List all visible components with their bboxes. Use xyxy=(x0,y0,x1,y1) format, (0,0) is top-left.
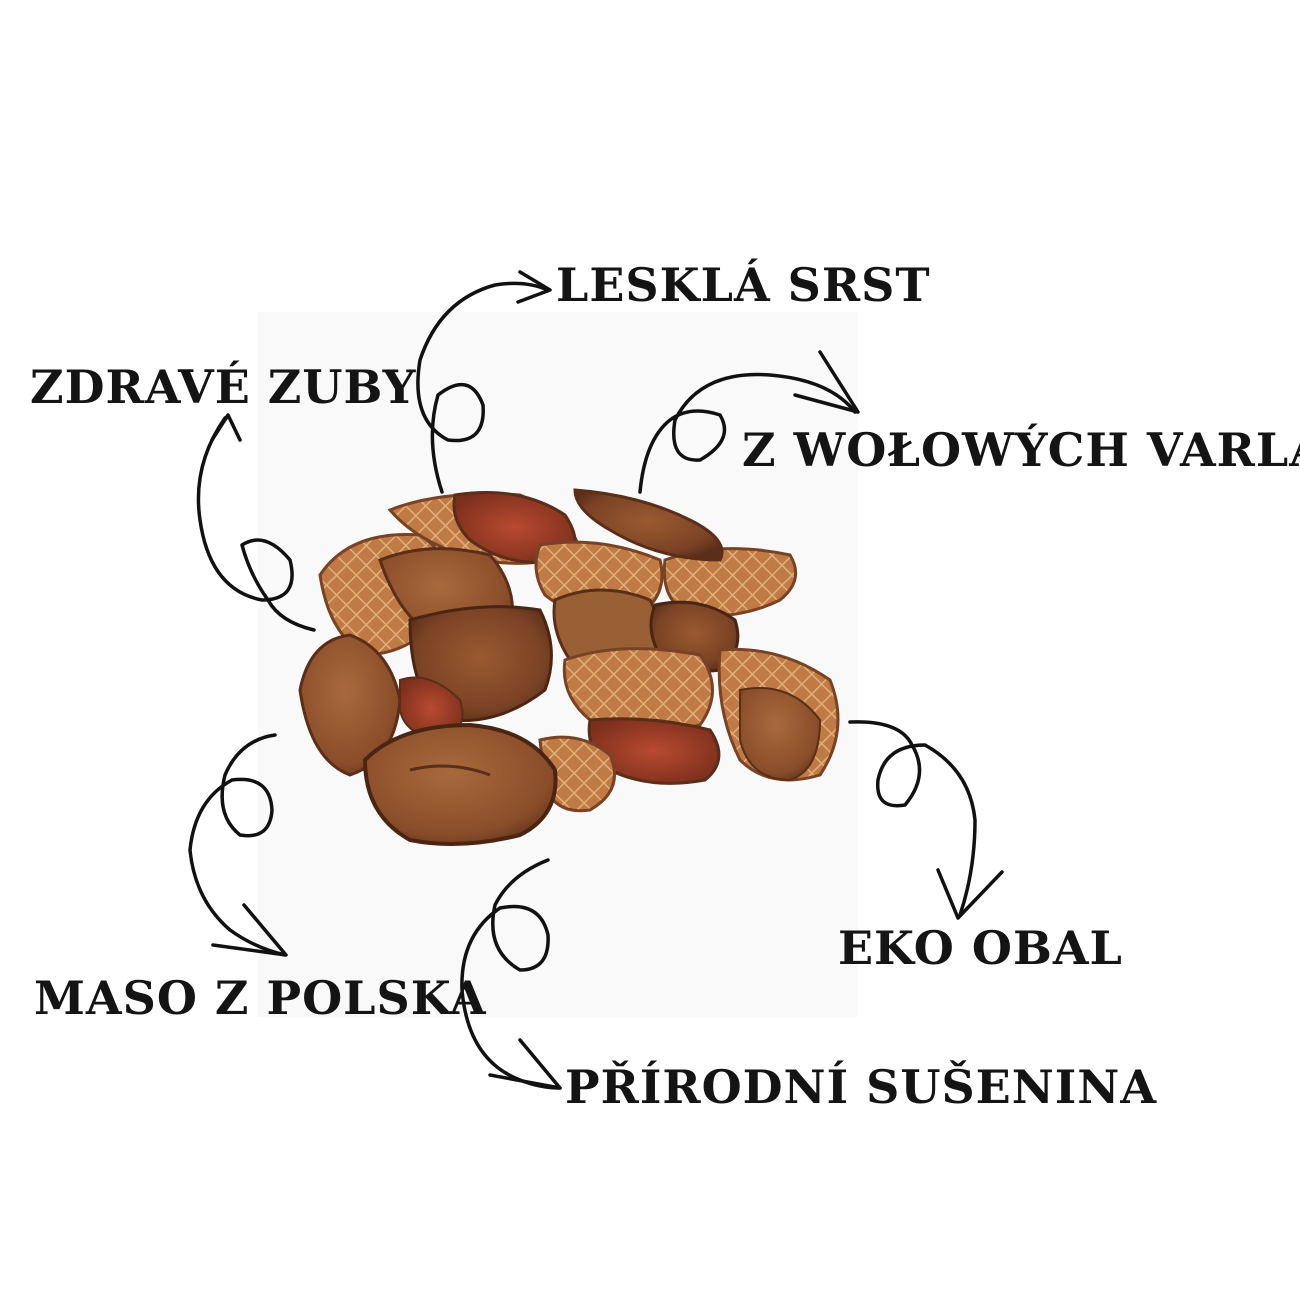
arrow-zdrave-zuby xyxy=(196,416,316,632)
label-leskla-srst: LESKLÁ SRST xyxy=(556,258,931,312)
chip xyxy=(562,647,714,733)
chip xyxy=(538,735,616,813)
arrow-leskla-srst xyxy=(416,281,550,494)
arrow-prirodni-susenina xyxy=(460,858,562,1090)
arrow-eko-obal xyxy=(848,720,977,917)
arrow-z-wolowych-varlat xyxy=(638,372,857,494)
arrow-maso-z-polska xyxy=(188,733,287,957)
chip xyxy=(739,687,822,782)
chip xyxy=(573,488,724,562)
label-maso-z-polska: MASO Z POLSKA xyxy=(34,971,487,1025)
label-eko-obal: EKO OBAL xyxy=(838,921,1123,975)
chip xyxy=(362,722,558,846)
label-prirodni-susenina: PŘÍRODNÍ SUŠENINA xyxy=(565,1060,1158,1114)
label-z-wolowych-varlat: Z WOŁOWÝCH VARLAT xyxy=(742,423,1300,477)
label-zdrave-zuby: ZDRAVÉ ZUBY xyxy=(30,360,417,414)
